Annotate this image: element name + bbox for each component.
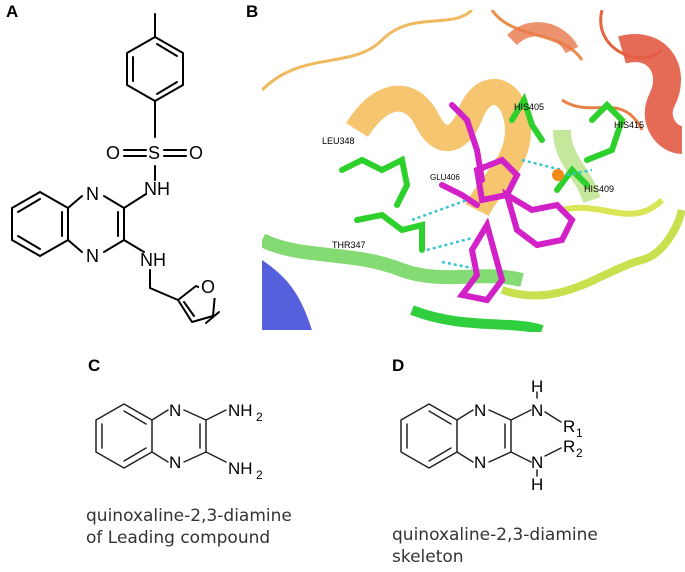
amine-nh: NH	[140, 250, 166, 270]
d-n-top: N	[531, 401, 543, 420]
caption-c: quinoxaline-2,3-diamine of Leading compo…	[86, 505, 292, 549]
furan-ring	[177, 285, 216, 323]
d-r2: R	[563, 437, 575, 456]
furan-oxygen: O	[201, 277, 215, 297]
d-h-bottom: H	[531, 475, 543, 494]
metal-ion	[552, 169, 564, 181]
residue-sticks	[339, 92, 626, 253]
d-h-top: H	[531, 378, 543, 396]
orange-helix	[345, 78, 531, 217]
hydrogen-bonds	[411, 158, 593, 270]
panel-label-b: B	[246, 2, 259, 21]
ligand-sticks	[439, 102, 576, 304]
quinoxaline-n1: N	[86, 184, 99, 204]
d-r1-subscript: 1	[576, 426, 583, 440]
c-amino-bottom-subscript: 2	[256, 468, 263, 482]
label-his415: HIS415	[614, 120, 644, 130]
docking-pose-image: HIS405 HIS415 LEU348 GLU406 HIS409 THR34…	[262, 10, 685, 332]
d-r2-subscript: 2	[576, 446, 583, 460]
c-quinoxaline-n4: N	[169, 453, 181, 472]
tolyl-ring	[126, 36, 184, 102]
c-amino-top-subscript: 2	[256, 410, 263, 424]
structure-a: S O O NH N N NH O	[11, 13, 220, 324]
caption-d-line2: skeleton	[392, 547, 464, 567]
panel-label-a: A	[6, 2, 19, 21]
quinoxaline-n4: N	[86, 246, 99, 266]
oxygen-right: O	[189, 143, 203, 163]
label-his405: HIS405	[514, 102, 544, 112]
green-strand	[262, 233, 524, 287]
caption-c-line2: of Leading compound	[86, 528, 271, 548]
d-n-bottom: N	[531, 453, 543, 472]
label-leu348: LEU348	[322, 136, 355, 146]
red-helix	[618, 34, 685, 154]
caption-c-line1: quinoxaline-2,3-diamine	[86, 506, 292, 526]
sulfonamide-nh: NH	[144, 179, 170, 199]
caption-d: quinoxaline-2,3-diamine skeleton	[392, 524, 598, 568]
oxygen-left: O	[106, 143, 120, 163]
label-thr347: THR347	[332, 240, 366, 250]
label-glu406: GLU406	[430, 173, 460, 182]
blue-region	[262, 260, 312, 330]
c-amino-top: NH	[228, 401, 253, 420]
structure-c: N N NH 2 NH 2	[95, 401, 263, 482]
d-r1: R	[563, 417, 575, 436]
structure-d: N N H N R 1 N R 2 H	[400, 378, 583, 494]
panel-label-d: D	[392, 356, 405, 375]
sulfur-atom: S	[148, 143, 160, 163]
panel-label-c: C	[88, 356, 101, 375]
c-amino-bottom: NH	[228, 459, 253, 478]
label-his409: HIS409	[584, 184, 614, 194]
d-quinoxaline-n1: N	[474, 401, 486, 420]
c-quinoxaline-n1: N	[169, 401, 181, 420]
d-quinoxaline-n4: N	[474, 453, 486, 472]
caption-d-line1: quinoxaline-2,3-diamine	[392, 525, 598, 545]
